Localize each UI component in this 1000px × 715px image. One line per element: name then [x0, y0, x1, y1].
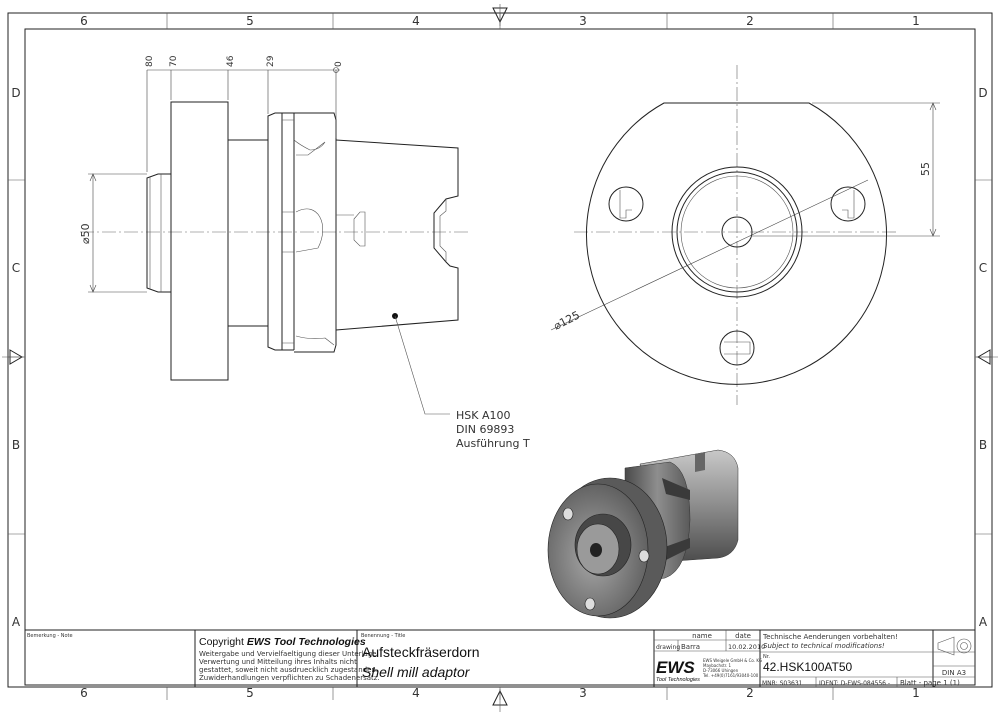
col-name-label: name: [692, 632, 712, 640]
dim-80: 80: [145, 55, 155, 67]
drawn-date: 10.02.2010: [728, 643, 765, 651]
col-label: 3: [579, 686, 587, 700]
col-label: 2: [746, 14, 754, 28]
row-label: B: [12, 438, 20, 452]
frame-row-labels-left: D C B A: [11, 86, 21, 629]
callout-line-3: Ausführung T: [456, 437, 530, 450]
side-view: [80, 101, 470, 381]
notice-german: Technische Aenderungen vorbehalten!: [762, 633, 898, 641]
copyright-text-3: gestattet, soweit nicht ausdruecklich zu…: [199, 666, 378, 674]
ident: IDENT: D-EWS-084556 -: [819, 680, 890, 687]
title-label: Benennung - Title: [361, 633, 405, 639]
frame-column-labels-bottom: 6 5 4 3 2 1: [80, 686, 920, 700]
frame-column-labels-top: 6 5 4 3 2 1: [80, 14, 920, 28]
adapter-3d-render: [547, 449, 739, 619]
title-english: Shell mill adaptor: [362, 664, 471, 680]
company-line-1: EWS Weigele GmbH & Co. KG: [703, 658, 762, 663]
col-label: 6: [80, 14, 88, 28]
side-view-dimensions: 80 70 46 29 0 ⌀50: [79, 55, 344, 293]
part-number: 42.HSK100AT50: [763, 660, 852, 674]
col-label: 5: [246, 14, 254, 28]
remark-label: Bemerkung - Note: [27, 633, 73, 639]
col-label: 1: [912, 14, 920, 28]
company-line-2: Maybachstr. 1: [703, 663, 731, 668]
row-label: A: [12, 615, 21, 629]
notice-english: Subject to technical modifications!: [763, 642, 885, 650]
paper-format: DIN A3: [942, 669, 966, 677]
mounting-hole-bottom: [719, 330, 755, 366]
frame-row-labels-right: D C B A: [978, 86, 988, 629]
title-block: [194, 630, 975, 687]
dim-diameter-50: ⌀50: [79, 223, 92, 244]
copyright-text-4: Zuwiderhandlungen verpflichten zu Schade…: [199, 674, 380, 682]
mounting-hole-left: [608, 186, 644, 222]
mnr: MNR: S03631: [762, 680, 803, 687]
col-label: 1: [912, 686, 920, 700]
dim-diameter-125: ⌀125: [551, 309, 582, 333]
row-label: B: [979, 438, 987, 452]
dim-55: 55: [919, 162, 932, 176]
col-date-label: date: [735, 632, 751, 640]
title-german: Aufsteckfräserdorn: [362, 644, 480, 660]
drawn-by: Barra: [681, 643, 700, 651]
ews-logo: EWS: [656, 658, 695, 677]
copyright-text-1: Weitergabe und Vervielfaeltigung dieser …: [199, 650, 379, 658]
hsk-callout: HSK A100 DIN 69893 Ausführung T: [394, 315, 530, 450]
dim-0: 0: [334, 61, 344, 67]
row-label: C: [979, 261, 987, 275]
copyright-line: Copyright EWS Tool Technologies: [199, 636, 366, 648]
projection-symbol: [937, 636, 955, 656]
row-label: C: [12, 261, 20, 275]
row-label: D: [11, 86, 20, 100]
dim-46: 46: [226, 55, 236, 67]
row-label: A: [979, 615, 988, 629]
company-line-3: D-73066 Uhingen: [703, 668, 739, 673]
nr-label: Nr.: [763, 654, 770, 660]
ews-logo-subtitle: Tool Technologies: [656, 677, 700, 683]
front-view: 55 ⌀125: [550, 65, 940, 405]
row-label: D: [978, 86, 987, 100]
col-label: 4: [412, 14, 420, 28]
company-line-4: Tel. +49(0)7161/93040-100: [702, 673, 759, 678]
dim-70: 70: [169, 55, 179, 67]
callout-line-2: DIN 69893: [456, 423, 514, 436]
col-label: 5: [246, 686, 254, 700]
col-label: 6: [80, 686, 88, 700]
mounting-hole-right: [830, 186, 866, 222]
callout-line-1: HSK A100: [456, 409, 510, 422]
col-label: 2: [746, 686, 754, 700]
drawing-frame: [2, 4, 998, 712]
col-label: 3: [579, 14, 587, 28]
sheet-info: Blatt - page 1 (1): [900, 679, 960, 687]
copyright-text-2: Verwertung und Mitteilung ihres Inhalts …: [199, 658, 357, 666]
col-label: 4: [412, 686, 420, 700]
row-drawing-label: drawing: [656, 644, 680, 651]
dim-29: 29: [266, 55, 276, 67]
